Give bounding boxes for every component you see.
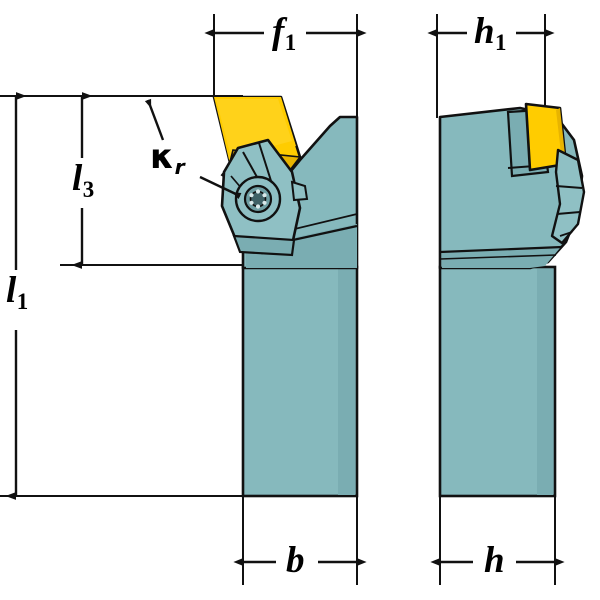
- dimension-label-l3: l3: [72, 158, 95, 202]
- dimension-label-f1: f1: [272, 11, 297, 55]
- front-view-shank: [241, 265, 359, 498]
- side-view-clamp: [550, 148, 586, 245]
- dimension-leader-kappa-r: [144, 98, 242, 199]
- dimension-label-kappa-r: κr: [150, 137, 185, 179]
- front-view-screw: [234, 175, 282, 223]
- side-view-tool: [438, 102, 586, 498]
- dimension-label-h: h: [484, 540, 505, 581]
- dimension-label-h1: h1: [474, 11, 507, 55]
- side-view-extension-lines: [436, 14, 556, 585]
- dimension-label-b: b: [286, 540, 305, 581]
- side-view-shank: [438, 265, 557, 498]
- front-view-tool: [212, 95, 359, 498]
- dimension-label-l1: l1: [6, 270, 29, 314]
- side-view-insert: [524, 102, 568, 172]
